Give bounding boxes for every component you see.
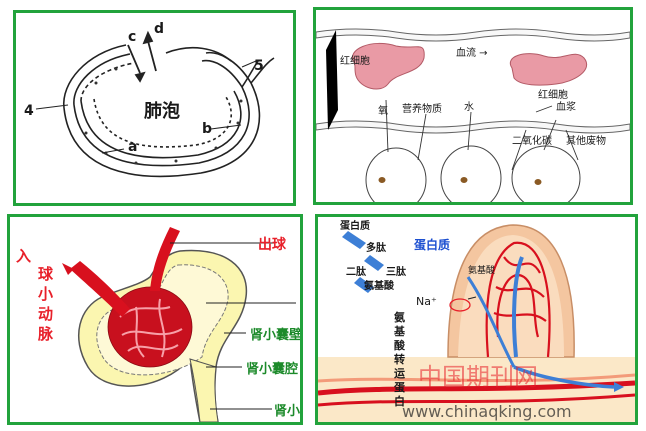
plasma-label: 血浆 bbox=[556, 100, 576, 113]
rbc-left-label: 红细胞 bbox=[340, 54, 370, 67]
alveolus-diagram: c d 5 4 a b 肺泡 bbox=[24, 21, 275, 178]
alveolus-panel: c d 5 4 a b 肺泡 bbox=[13, 10, 296, 206]
tubule-label: 肾小 bbox=[274, 404, 300, 419]
alveolus-label: 肺泡 bbox=[144, 100, 180, 122]
afferent-label-1: 入 bbox=[16, 247, 31, 265]
label-b: b bbox=[202, 121, 212, 137]
nephron-panel: 入 球 小 动 脉 出球 肾小囊壁 肾小囊腔 肾小 bbox=[7, 214, 303, 425]
nephron-diagram: 入 球 小 动 脉 出球 肾小囊壁 肾小囊腔 肾小 bbox=[16, 227, 300, 422]
carrier-char-7: 白 bbox=[394, 394, 405, 408]
villus-panel: 蛋白质 蛋白质 多肽 二肽 三肽 氨基酸 氨基酸 Na⁺ 氨 基 酸 转 运 蛋… bbox=[315, 214, 638, 425]
rbc-right-label: 红细胞 bbox=[538, 88, 568, 101]
afferent-label-5: 脉 bbox=[37, 325, 54, 343]
capsule-cavity-label: 肾小囊腔 bbox=[246, 361, 298, 377]
label-d: d bbox=[154, 21, 164, 37]
afferent-label-2: 球 bbox=[38, 265, 54, 283]
capsule-wall-label: 肾小囊壁 bbox=[250, 327, 300, 343]
carrier-char-5: 运 bbox=[394, 367, 405, 380]
carrier-char-4: 转 bbox=[394, 352, 405, 366]
dipeptide-label: 二肽 bbox=[346, 265, 367, 278]
villus-diagram: 蛋白质 蛋白质 多肽 二肽 三肽 氨基酸 氨基酸 Na⁺ 氨 基 酸 转 运 蛋… bbox=[318, 219, 635, 422]
capillary-diagram: 红细胞 血流 → 红细胞 血浆 氧 营养物质 水 二氧化碳 其他废物 bbox=[316, 28, 630, 202]
label-a: a bbox=[128, 139, 137, 155]
water-label: 水 bbox=[464, 101, 474, 113]
protein-top-label: 蛋白质 bbox=[340, 219, 370, 232]
carrier-char-2: 基 bbox=[393, 324, 406, 338]
label-c: c bbox=[128, 29, 136, 45]
co2-label: 二氧化碳 bbox=[512, 134, 552, 147]
carrier-char-6: 蛋 bbox=[394, 381, 406, 394]
peptide-label: 多肽 bbox=[366, 241, 387, 254]
oxygen-label: 氧 bbox=[378, 104, 388, 117]
amino-acid-top-label: 氨基酸 bbox=[468, 264, 495, 276]
capillary-panel: 红细胞 血流 → 红细胞 血浆 氧 营养物质 水 二氧化碳 其他废物 bbox=[313, 7, 633, 205]
watermark-url: www.chinaqking.com bbox=[402, 402, 572, 421]
tripeptide-label: 三肽 bbox=[386, 265, 407, 278]
carrier-char-1: 氨 bbox=[394, 310, 405, 324]
carrier-char-3: 酸 bbox=[394, 338, 406, 352]
label-4: 4 bbox=[24, 103, 34, 119]
sodium-ion-label: Na⁺ bbox=[416, 295, 437, 308]
amino-acid-label: 氨基酸 bbox=[364, 279, 395, 292]
label-5: 5 bbox=[254, 58, 264, 74]
afferent-label-4: 动 bbox=[38, 305, 53, 323]
efferent-label: 出球 bbox=[258, 236, 287, 253]
waste-label: 其他废物 bbox=[566, 134, 606, 147]
watermark-cn: 中国期刊网 bbox=[418, 363, 538, 391]
blood-flow-label: 血流 → bbox=[456, 46, 488, 59]
afferent-label-3: 小 bbox=[38, 285, 53, 303]
protein-blue-label: 蛋白质 bbox=[414, 237, 450, 252]
nutrients-label: 营养物质 bbox=[402, 102, 442, 115]
